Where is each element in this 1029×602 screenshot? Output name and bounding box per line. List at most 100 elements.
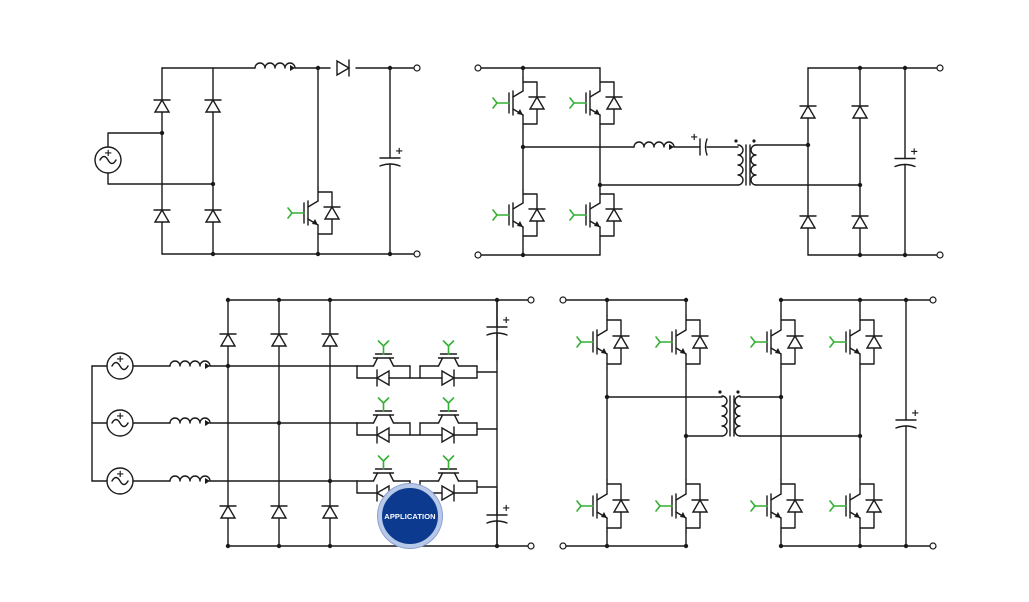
ac-source-icon: + bbox=[106, 409, 134, 437]
sine-wave bbox=[111, 418, 129, 428]
capacitor-polarity: + bbox=[502, 503, 510, 514]
diode-icon bbox=[323, 205, 341, 220]
diode-triangle bbox=[851, 104, 869, 119]
capacitor-polarity: + bbox=[395, 146, 403, 157]
diode-icon bbox=[612, 498, 630, 513]
junction-dot bbox=[210, 251, 216, 257]
wire bbox=[372, 472, 379, 482]
gate-symbol bbox=[829, 500, 836, 512]
ac-source-icon: + bbox=[106, 467, 134, 495]
wire bbox=[437, 472, 444, 482]
wire bbox=[437, 357, 444, 367]
terminal bbox=[474, 64, 482, 72]
winding-coil bbox=[734, 395, 741, 437]
diode-triangle bbox=[270, 332, 288, 347]
terminal bbox=[413, 64, 421, 72]
junction-dot bbox=[387, 65, 393, 71]
diode-icon bbox=[528, 207, 546, 222]
wire bbox=[596, 493, 608, 501]
wire bbox=[372, 414, 379, 424]
ac-source-polarity: + bbox=[104, 148, 112, 159]
wire bbox=[437, 414, 444, 424]
diode-triangle bbox=[219, 332, 237, 347]
igbt-switch-icon bbox=[419, 455, 478, 482]
diode-triangle bbox=[851, 214, 869, 229]
junction-dot bbox=[902, 65, 908, 71]
gate-symbol bbox=[377, 340, 390, 348]
wire bbox=[849, 329, 861, 337]
inductor-icon bbox=[254, 62, 296, 71]
gate-symbol bbox=[377, 455, 390, 463]
diode-icon bbox=[441, 369, 456, 387]
ac-source-polarity: + bbox=[116, 469, 124, 480]
diode-icon bbox=[375, 369, 390, 387]
junction-dot bbox=[225, 297, 231, 303]
diode-triangle bbox=[865, 498, 883, 513]
capacitor-polarity: + bbox=[911, 408, 919, 419]
inductor-coil bbox=[633, 141, 675, 148]
application-badge[interactable]: APPLICATION bbox=[378, 484, 442, 548]
igbt-switch-icon bbox=[287, 187, 341, 239]
capacitor-icon: + bbox=[894, 67, 918, 256]
gate-symbol bbox=[655, 336, 662, 348]
igbt-switch-icon bbox=[750, 315, 804, 369]
diode-icon bbox=[691, 498, 709, 513]
terminal bbox=[527, 542, 535, 550]
terminal bbox=[929, 296, 937, 304]
diode-triangle bbox=[321, 504, 339, 519]
emitter-arrow bbox=[517, 221, 523, 227]
transformer-winding bbox=[734, 395, 741, 437]
igbt-switch-icon bbox=[356, 340, 411, 367]
igbt-switch-icon bbox=[655, 315, 709, 369]
igbt-switch-icon bbox=[576, 315, 630, 369]
ac-source-icon: + bbox=[94, 146, 122, 174]
igbt-switch-icon bbox=[569, 189, 623, 241]
diode-icon bbox=[321, 504, 339, 519]
diode-icon bbox=[851, 214, 869, 229]
transformer-dot bbox=[752, 139, 756, 143]
terminal bbox=[413, 250, 421, 258]
diode-icon bbox=[786, 334, 804, 349]
diode-icon bbox=[851, 104, 869, 119]
capacitor-icon: + bbox=[895, 299, 919, 547]
wire bbox=[372, 357, 379, 367]
capacitor-polarity: + bbox=[690, 132, 698, 143]
gate-symbol bbox=[442, 455, 455, 463]
wire bbox=[453, 472, 460, 482]
emitter-arrow bbox=[312, 219, 318, 225]
igbt-switch-icon bbox=[829, 479, 883, 533]
diode-triangle bbox=[323, 205, 341, 220]
emitter-arrow bbox=[594, 109, 600, 115]
pfc-boost-circuit: ++ bbox=[94, 59, 421, 258]
igbt-switch-icon bbox=[492, 77, 546, 129]
inductor-icon bbox=[169, 475, 211, 484]
diode-icon bbox=[219, 504, 237, 519]
diode-icon bbox=[153, 98, 171, 113]
transformer-winding bbox=[750, 144, 757, 186]
terminal bbox=[936, 64, 944, 72]
winding-coil bbox=[737, 144, 744, 186]
diode-triangle bbox=[204, 98, 222, 113]
diode-icon bbox=[605, 95, 623, 110]
inductor-arrow bbox=[205, 478, 210, 484]
diode-icon bbox=[270, 504, 288, 519]
junction-dot bbox=[903, 297, 909, 303]
diode-triangle bbox=[375, 369, 390, 387]
diode-icon bbox=[321, 332, 339, 347]
diode-icon bbox=[799, 214, 817, 229]
diode-triangle bbox=[219, 504, 237, 519]
terminal bbox=[527, 296, 535, 304]
diode-icon bbox=[865, 498, 883, 513]
inductor-icon bbox=[169, 417, 211, 426]
inductor-coil bbox=[254, 62, 296, 69]
gate-symbol bbox=[442, 340, 455, 348]
transformer-winding bbox=[721, 395, 728, 437]
gate-symbol bbox=[829, 336, 836, 348]
diode-triangle bbox=[153, 208, 171, 223]
diode-icon bbox=[153, 208, 171, 223]
igbt-switch-icon bbox=[576, 479, 630, 533]
wire bbox=[107, 132, 163, 148]
igbt-switch-icon bbox=[356, 397, 411, 424]
junction-dot bbox=[857, 252, 863, 258]
junction-dot bbox=[276, 297, 282, 303]
